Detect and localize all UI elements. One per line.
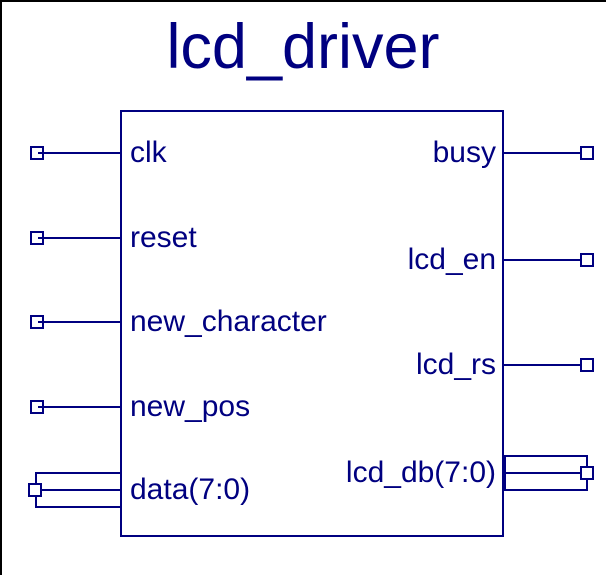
- bus-center-wire-lcd-db: [504, 472, 588, 474]
- pin-terminal-lcd-db[interactable]: [580, 466, 594, 480]
- pin-nub-new-character: [38, 321, 46, 323]
- port-label-lcd-en: lcd_en: [407, 243, 496, 276]
- pin-wire-new-pos: [44, 406, 122, 408]
- port-label-lcd-rs: lcd_rs: [415, 348, 496, 381]
- port-label-lcd-db: lcd_db(7:0): [345, 456, 496, 489]
- pin-wire-busy: [502, 152, 582, 154]
- pin-terminal-lcd-en[interactable]: [580, 253, 594, 267]
- port-label-new-pos: new_pos: [130, 390, 251, 423]
- pin-nub-clk: [38, 152, 46, 154]
- image-frame-top: [0, 0, 606, 2]
- pin-wire-reset: [44, 237, 122, 239]
- port-label-reset: reset: [130, 221, 197, 254]
- pin-nub-new-pos: [38, 406, 46, 408]
- pin-wire-lcd-en: [502, 259, 582, 261]
- pin-wire-lcd-rs: [502, 364, 582, 366]
- pin-wire-new-character: [44, 321, 122, 323]
- image-frame-left: [0, 0, 2, 575]
- pin-terminal-lcd-rs[interactable]: [580, 358, 594, 372]
- pin-terminal-busy[interactable]: [580, 146, 594, 160]
- port-label-new-character: new_character: [130, 305, 327, 338]
- port-label-busy: busy: [432, 136, 496, 169]
- port-label-data: data(7:0): [130, 473, 251, 506]
- symbol-title: lcd_driver: [166, 12, 440, 82]
- bus-center-wire-data: [35, 489, 122, 491]
- port-label-clk: clk: [130, 136, 167, 169]
- pin-terminal-data[interactable]: [28, 483, 42, 497]
- pin-wire-clk: [44, 152, 122, 154]
- symbol-body-rectangle: [120, 110, 504, 537]
- pin-nub-reset: [38, 237, 46, 239]
